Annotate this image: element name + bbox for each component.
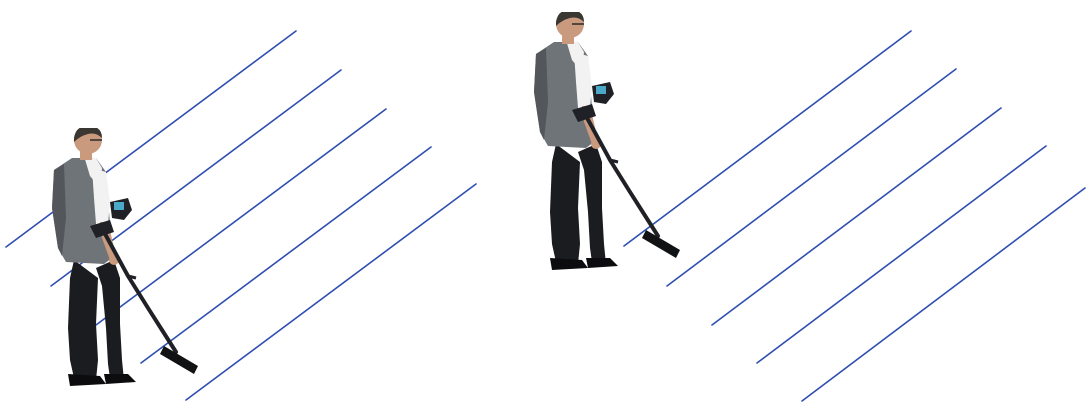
operator-right: [534, 10, 680, 270]
survey-lines-right: [624, 31, 1085, 401]
survey-line: [6, 31, 296, 247]
survey-line: [712, 108, 1001, 325]
survey-line: [802, 188, 1085, 401]
left-panel: [6, 31, 476, 400]
survey-line: [186, 184, 476, 400]
survey-line: [141, 147, 431, 363]
survey-line: [667, 69, 956, 286]
operator-left: [52, 126, 198, 386]
survey-line: [624, 31, 911, 246]
right-panel: [534, 10, 1085, 401]
survey-line: [757, 146, 1046, 363]
